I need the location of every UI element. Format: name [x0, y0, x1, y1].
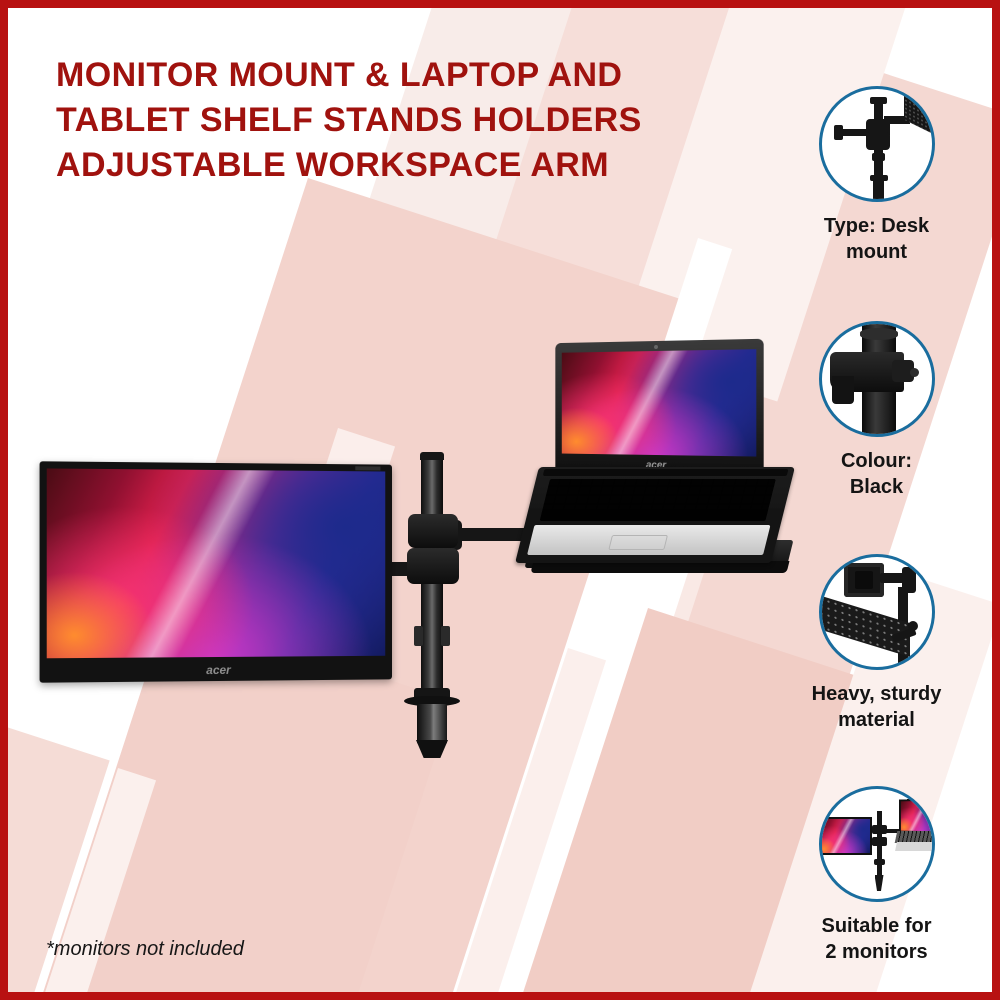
callout-label-line1: Heavy, sturdy — [811, 683, 942, 705]
callout-label-line2: mount — [845, 240, 908, 263]
laptop-touchpad — [608, 535, 668, 550]
laptop: acer — [515, 338, 795, 573]
callout-desk-mount: Type: Desk mount — [769, 86, 984, 265]
image-canvas: MONITOR MOUNT & LAPTOP AND TABLET SHELF … — [8, 8, 992, 992]
callout-label: Heavy, sturdy material — [769, 682, 984, 733]
callout-label-line1: Type: Desk — [823, 215, 930, 237]
pole-clamp-lower — [407, 548, 459, 584]
laptop-hinge — [542, 469, 789, 476]
dual-monitor-icon — [818, 786, 935, 902]
mini-laptop — [898, 798, 932, 834]
callout-label: Type: Desk mount — [769, 214, 984, 265]
pole-base-shaft — [417, 704, 447, 744]
callout-dual-monitor: Suitable for 2 monitors — [769, 786, 984, 965]
perforated-shelf-icon — [821, 594, 910, 658]
laptop-screen — [561, 349, 757, 457]
page-title: MONITOR MOUNT & LAPTOP AND TABLET SHELF … — [56, 53, 716, 189]
monitor: acer — [39, 461, 392, 683]
title-line-2: TABLET SHELF STANDS HOLDERS — [56, 101, 642, 140]
callout-label-line2: Black — [849, 475, 904, 498]
callout-label-line2: 2 monitors — [825, 940, 928, 963]
callout-label-line1: Suitable for — [821, 915, 932, 937]
laptop-base — [515, 467, 795, 563]
monitor-screen — [46, 468, 386, 659]
desk-mount-icon — [818, 86, 935, 202]
pole-base-flange — [404, 696, 460, 706]
callout-material: Heavy, sturdy material — [769, 554, 984, 733]
title-line-1: MONITOR MOUNT & LAPTOP AND — [56, 56, 623, 94]
callout-label-line2: material — [838, 708, 915, 731]
pole-cap — [420, 452, 444, 460]
feature-callout-rail: Type: Desk mount Colour: Black — [769, 8, 984, 992]
title-line-3: ADJUSTABLE WORKSPACE ARM — [56, 146, 609, 185]
pole-stop — [414, 626, 423, 646]
pole-clamp-upper — [408, 514, 458, 548]
laptop-keyboard — [539, 479, 776, 521]
mini-monitor — [821, 817, 872, 855]
pole-stop — [441, 626, 450, 646]
callout-colour: Colour: Black — [769, 321, 984, 500]
laptop-lid: acer — [555, 338, 764, 476]
callout-label: Suitable for 2 monitors — [769, 914, 984, 965]
vesa-shelf-icon — [818, 554, 935, 670]
shelf-grid-icon — [903, 93, 932, 135]
product-photo: acer — [8, 8, 992, 992]
disclaimer-text: *monitors not included — [46, 938, 244, 960]
laptop-webcam-icon — [654, 344, 658, 350]
callout-label-line1: Colour: — [840, 450, 913, 472]
clamp-joint-icon — [818, 321, 935, 437]
callout-label: Colour: Black — [769, 449, 984, 500]
pole-base-foot — [416, 740, 448, 758]
monitor-model-badge — [355, 466, 381, 471]
